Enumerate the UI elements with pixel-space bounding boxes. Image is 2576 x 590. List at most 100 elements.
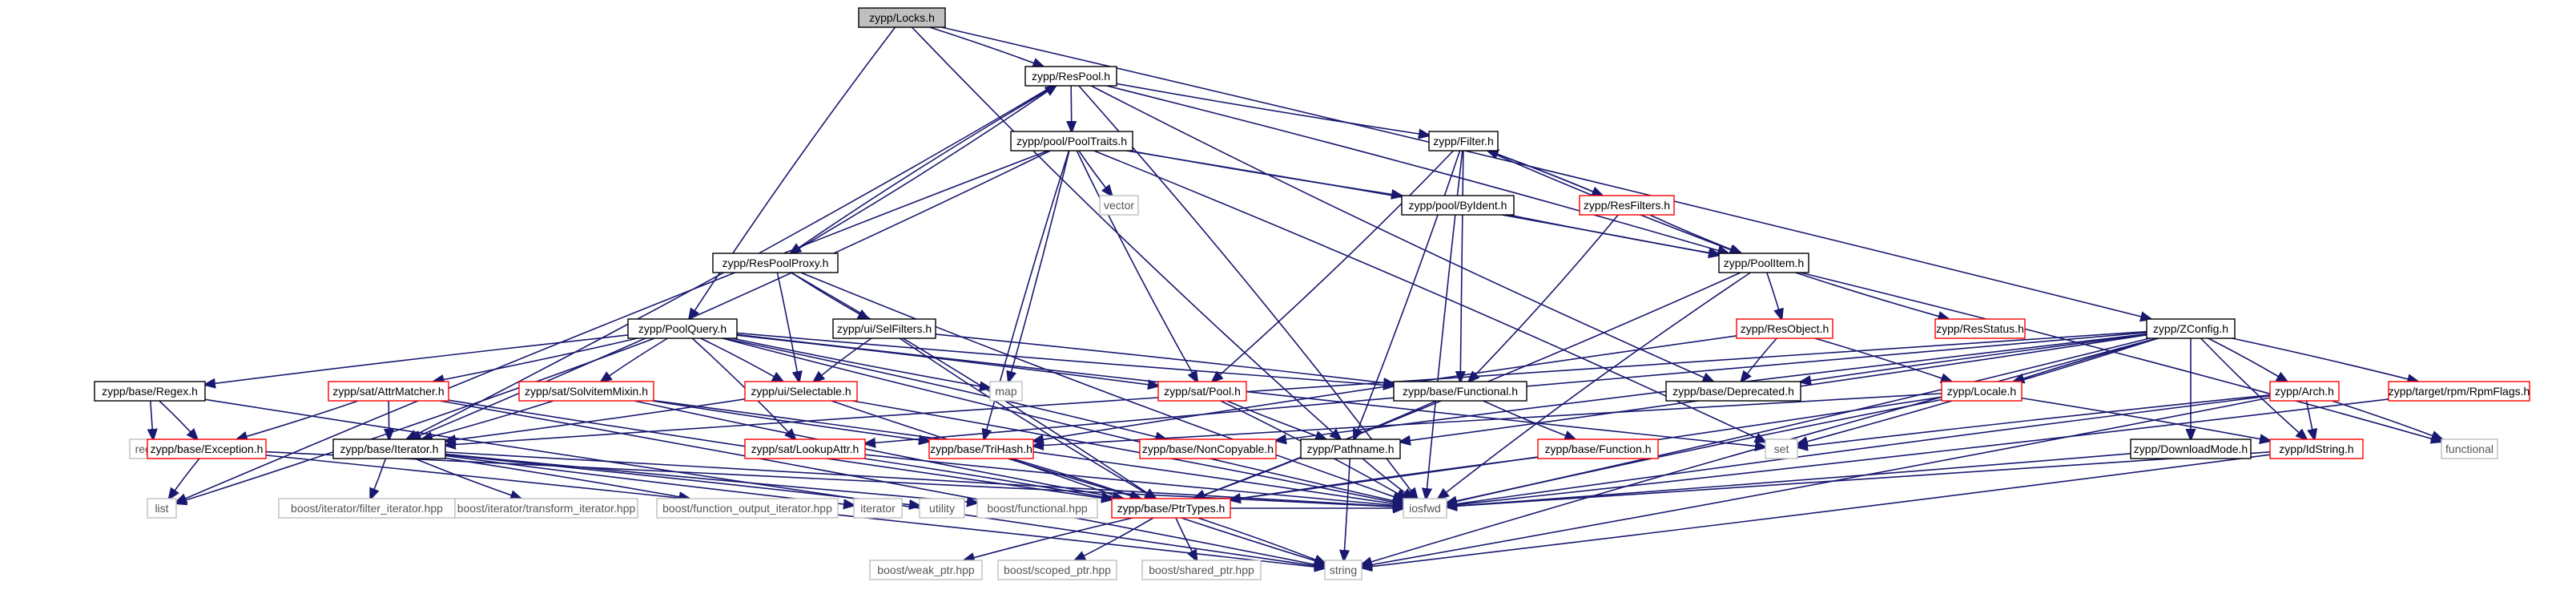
edge-lookupattr_h-to-ptrtypes_h xyxy=(863,458,1112,499)
edge-resobject_h-to-trihash_h xyxy=(1033,335,1737,441)
node-box xyxy=(656,498,839,519)
node-respool-h[interactable]: zypp/ResPool.h xyxy=(1024,66,1117,87)
node-filter-h[interactable]: zypp/Filter.h xyxy=(1428,131,1499,152)
edge-poolquery_h-to-iosfwd xyxy=(722,337,1403,503)
edge-downloadmode_h-to-iosfwd xyxy=(1447,453,2131,507)
node-box xyxy=(989,381,1023,402)
node-trihash-h[interactable]: zypp/base/TriHash.h xyxy=(928,438,1034,459)
node-box xyxy=(712,253,839,273)
edge-solvitemixin_h-to-trihash_h xyxy=(652,400,929,442)
node-resobject-h[interactable]: zypp/ResObject.h xyxy=(1736,318,1833,339)
node-list: list xyxy=(147,498,177,519)
node-solvitemixin-h[interactable]: zypp/sat/SolvitemMixin.h xyxy=(518,381,654,402)
node-iterator-h[interactable]: zypp/base/Iterator.h xyxy=(332,438,446,459)
edge-respool_h-to-respoolproxy_h xyxy=(791,85,1057,253)
edge-lookupattr_h-to-iosfwd xyxy=(864,454,1403,506)
node-filter-iterator: boost/iterator/filter_iterator.hpp xyxy=(278,498,456,519)
node-label: zypp/ResFilters.h xyxy=(1584,199,1670,212)
node-locks-h[interactable]: zypp/Locks.h xyxy=(858,7,946,28)
node-rpmflags-h[interactable]: zypp/target/rpm/RpmFlags.h xyxy=(2388,381,2530,402)
edge-base_regex_h-to-regex_h xyxy=(151,400,153,439)
edge-poolquery_h-to-functional_h xyxy=(736,332,1394,386)
node-box xyxy=(2441,438,2498,459)
node-label: zypp/Filter.h xyxy=(1433,135,1493,148)
edge-attrmatcher_h-to-string xyxy=(440,400,1325,567)
node-box xyxy=(1139,438,1277,459)
node-box xyxy=(1403,498,1447,519)
node-box xyxy=(454,498,638,519)
edge-pooltraits_h-to-iterator_h xyxy=(411,150,1051,439)
node-box xyxy=(1010,131,1133,152)
edge-pooltraits_h-to-list xyxy=(176,150,1049,503)
node-box xyxy=(2146,318,2236,339)
node-box xyxy=(1324,560,1362,580)
node-resfilters-h[interactable]: zypp/ResFilters.h xyxy=(1579,195,1675,216)
node-label: boost/weak_ptr.hpp xyxy=(877,564,975,576)
edge-poolquery_h-to-solvitemixin_h xyxy=(601,337,668,382)
node-box xyxy=(278,498,456,519)
node-poolquery-h[interactable]: zypp/PoolQuery.h xyxy=(627,318,738,339)
node-base-regex-h[interactable]: zypp/base/Regex.h xyxy=(94,381,206,402)
node-function-h[interactable]: zypp/base/Function.h xyxy=(1537,438,1659,459)
node-ptrtypes-h[interactable]: zypp/base/PtrTypes.h xyxy=(1111,498,1231,519)
node-pooltraits-h[interactable]: zypp/pool/PoolTraits.h xyxy=(1010,131,1133,152)
edge-arch_h-to-idstring_h xyxy=(2305,400,2315,439)
edge-poolquery_h-to-sat_pool_h xyxy=(736,334,1158,386)
edge-functional_h-to-function_h xyxy=(1483,400,1576,439)
node-attrmatcher-h[interactable]: zypp/sat/AttrMatcher.h xyxy=(328,381,449,402)
edges-layer xyxy=(151,26,2442,568)
node-label: boost/scoped_ptr.hpp xyxy=(1004,564,1111,576)
node-byident-h[interactable]: zypp/pool/ByIdent.h xyxy=(1401,195,1515,216)
node-box xyxy=(1393,381,1527,402)
node-arch-h[interactable]: zypp/Arch.h xyxy=(2269,381,2340,402)
node-box xyxy=(1941,381,2023,402)
node-label: zypp/ui/SelFilters.h xyxy=(837,322,932,335)
edge-poolitem_h-to-functional xyxy=(1800,272,2441,442)
node-respoolproxy-h[interactable]: zypp/ResPoolProxy.h xyxy=(712,253,839,273)
edge-zconfig_h-to-string xyxy=(1362,337,2158,564)
edge-attrmatcher_h-to-exception_h xyxy=(237,400,359,439)
edge-respool_h-to-filter_h xyxy=(1116,83,1429,135)
node-resstatus-h[interactable]: zypp/ResStatus.h xyxy=(1934,318,2026,339)
edge-respoolproxy_h-to-respool_h xyxy=(790,86,1056,254)
node-locale-h[interactable]: zypp/Locale.h xyxy=(1941,381,2023,402)
node-lookupattr-h[interactable]: zypp/sat/LookupAttr.h xyxy=(744,438,866,459)
nodes-layer: zypp/Locks.h zypp/ResPool.h zypp/pool/Pool… xyxy=(94,7,2530,580)
node-box xyxy=(1099,195,1139,216)
node-noncopyable-h[interactable]: zypp/base/NonCopyable.h xyxy=(1139,438,1277,459)
node-label: boost/function_output_iterator.hpp xyxy=(662,502,832,515)
node-box xyxy=(147,438,267,459)
node-idstring-h[interactable]: zypp/IdString.h xyxy=(2269,438,2364,459)
edge-locks_h-to-respool_h xyxy=(929,26,1044,67)
node-box xyxy=(2269,381,2340,402)
node-label: zypp/sat/AttrMatcher.h xyxy=(332,385,444,398)
edge-arch_h-to-set xyxy=(1797,394,2271,447)
edge-poolitem_h-to-iosfwd xyxy=(1439,272,1751,499)
node-poolitem-h[interactable]: zypp/PoolItem.h xyxy=(1718,253,1809,273)
edge-arch_h-to-iosfwd xyxy=(1447,394,2271,506)
edge-arch_h-to-functional xyxy=(2332,400,2441,439)
node-sat-pool-h[interactable]: zypp/sat/Pool.h xyxy=(1157,381,1247,402)
node-label: zypp/ZConfig.h xyxy=(2153,322,2228,335)
node-selectable-h[interactable]: zypp/ui/Selectable.h xyxy=(744,381,858,402)
node-label: map xyxy=(995,385,1016,398)
edge-filter_h-to-pathname_h xyxy=(1354,150,1461,439)
node-box xyxy=(1934,318,2026,339)
edge-resfilters_h-to-filter_h xyxy=(1488,151,1603,196)
edge-poolitem_h-to-resstatus_h xyxy=(1795,272,1949,319)
edge-resobject_h-to-locale_h xyxy=(1814,337,1951,382)
node-label: zypp/target/rpm/RpmFlags.h xyxy=(2389,385,2530,398)
node-selfilters-h[interactable]: zypp/ui/SelFilters.h xyxy=(832,318,936,339)
edge-locks_h-to-zconfig_h xyxy=(941,26,2151,319)
edge-zconfig_h-to-arch_h xyxy=(2208,337,2287,382)
node-box xyxy=(2130,438,2252,459)
node-downloadmode-h[interactable]: zypp/DownloadMode.h xyxy=(2130,438,2252,459)
node-exception-h[interactable]: zypp/base/Exception.h xyxy=(147,438,267,459)
node-zconfig-h[interactable]: zypp/ZConfig.h xyxy=(2146,318,2236,339)
edge-solvitemixin_h-to-iterator_h xyxy=(422,400,554,439)
edge-respoolproxy_h-to-iosfwd xyxy=(800,272,1403,500)
node-label: boost/iterator/filter_iterator.hpp xyxy=(291,502,443,515)
node-pathname-h[interactable]: zypp/Pathname.h xyxy=(1300,438,1401,459)
node-functional-h[interactable]: zypp/base/Functional.h xyxy=(1393,381,1527,402)
node-deprecated-h[interactable]: zypp/base/Deprecated.h xyxy=(1665,381,1801,402)
